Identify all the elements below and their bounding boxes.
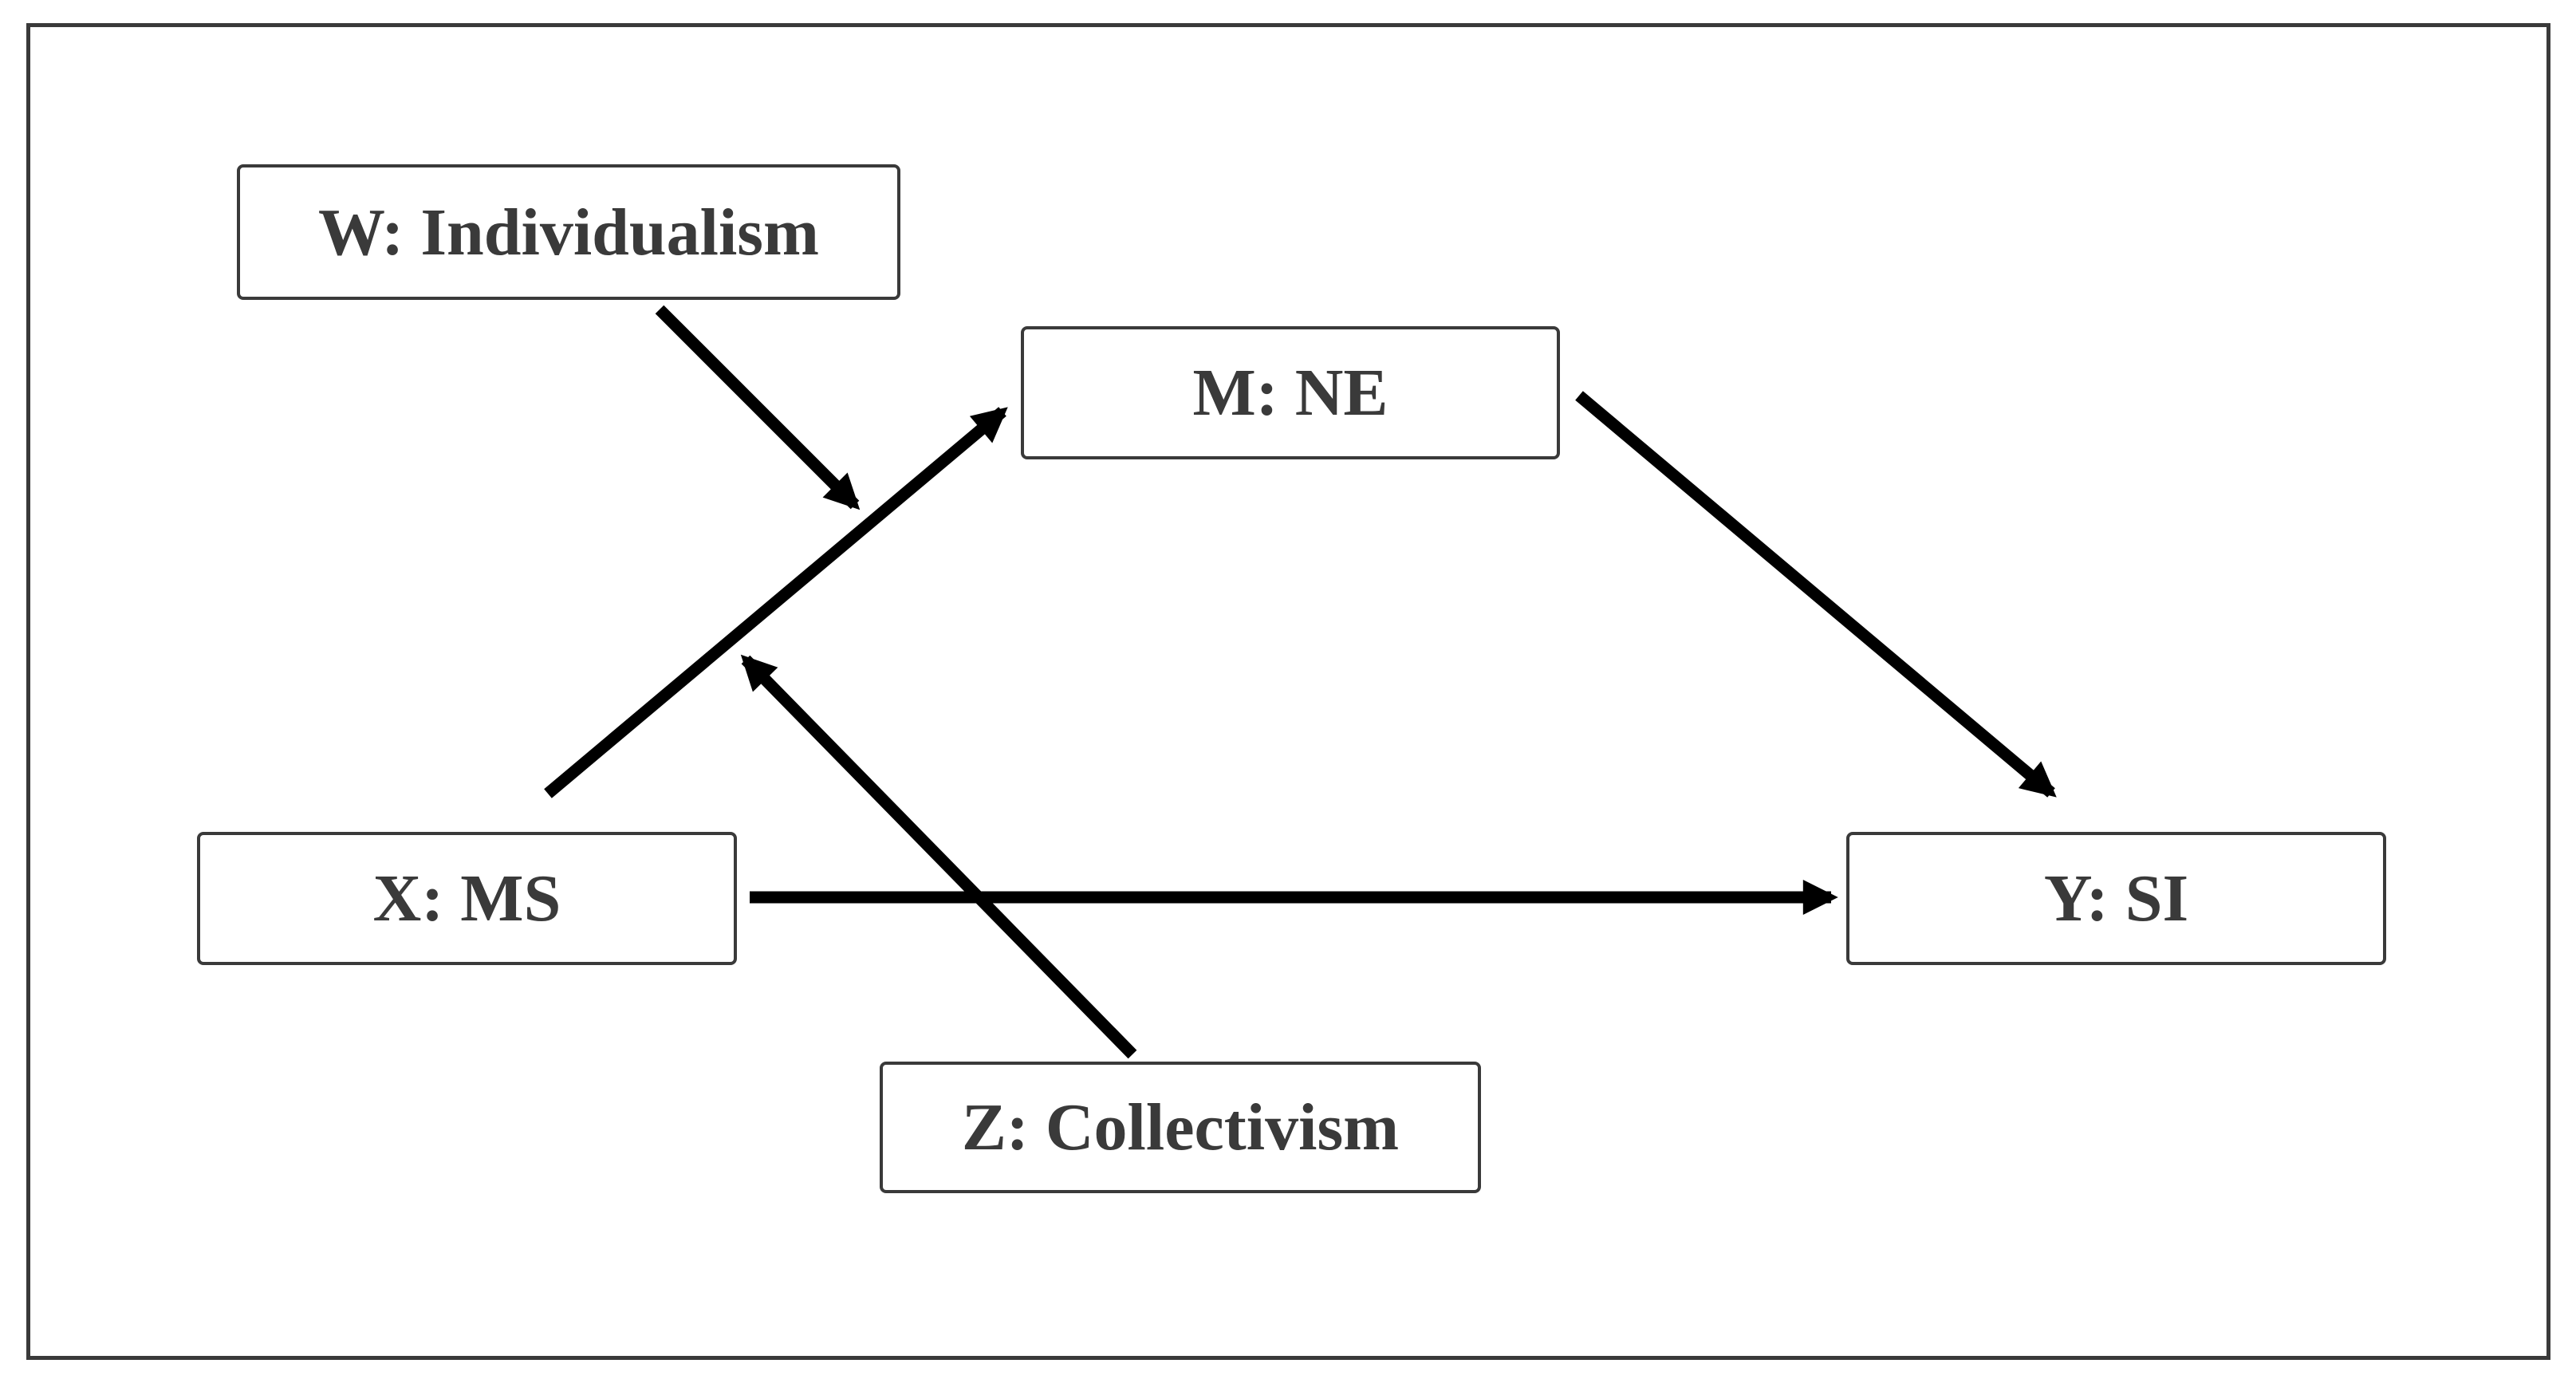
node-w-label: W: Individualism (318, 195, 819, 270)
node-m-label: M: NE (1192, 356, 1388, 430)
arrow-x-to-m (544, 407, 1008, 798)
node-m-ne: M: NE (1021, 326, 1560, 459)
node-y-si: Y: SI (1846, 832, 2386, 965)
arrow-w-moderation (655, 305, 861, 510)
node-x-label: X: MS (372, 861, 561, 936)
node-y-label: Y: SI (2043, 861, 2189, 936)
arrow-z-moderation (740, 654, 1137, 1059)
node-x-ms: X: MS (197, 832, 737, 965)
node-w-individualism: W: Individualism (237, 164, 900, 300)
node-z-collectivism: Z: Collectivism (880, 1062, 1481, 1193)
node-z-label: Z: Collectivism (961, 1090, 1400, 1164)
arrow-m-to-y (1575, 391, 2057, 798)
